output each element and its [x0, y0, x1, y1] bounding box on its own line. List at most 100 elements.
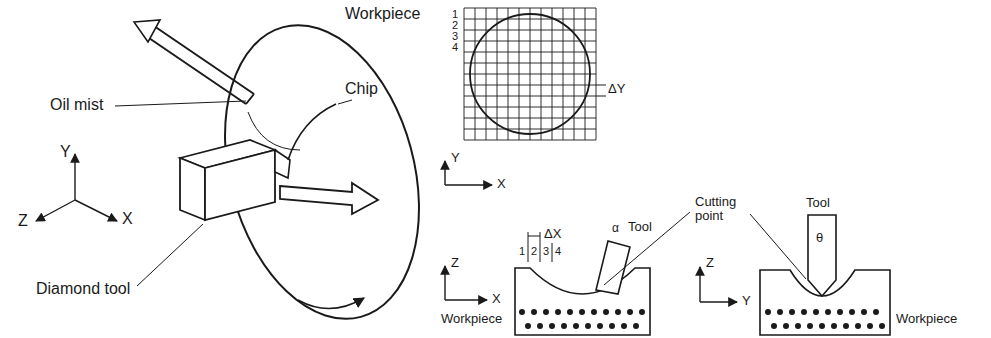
axis-line: [445, 184, 492, 185]
grid-line: [464, 19, 596, 20]
grid-point: [597, 323, 603, 329]
grid-point: [621, 323, 627, 329]
axis-line: [36, 200, 75, 221]
axis-label: Z: [451, 256, 459, 270]
tool-side-face: [205, 150, 275, 220]
angle-label: α: [612, 222, 619, 235]
grid-point: [861, 309, 867, 315]
leader-line: [137, 224, 203, 286]
grid-line: [464, 74, 596, 75]
axis-line: [74, 154, 75, 200]
axis-line: [75, 200, 117, 221]
increment-mark: [596, 96, 606, 97]
grid-point: [531, 309, 537, 315]
grid-point: [579, 309, 585, 315]
grid-point: [783, 323, 789, 329]
grid-line: [464, 118, 596, 119]
grid-line: [464, 63, 596, 64]
grid-line: [464, 140, 596, 141]
grid-point: [549, 323, 555, 329]
grid-point: [609, 323, 615, 329]
row-number: 3: [452, 30, 458, 42]
oil-mist-nozzle: [146, 26, 254, 104]
grid-point: [615, 309, 621, 315]
grid-point: [639, 309, 645, 315]
axis-line: [444, 266, 445, 300]
grid-line: [464, 41, 596, 42]
axis-line: [699, 267, 700, 302]
axis-label: X: [497, 177, 506, 191]
grid-point: [567, 309, 573, 315]
column-number: 1: [519, 245, 525, 257]
grid-point: [777, 309, 783, 315]
grid-point: [561, 323, 567, 329]
grid-point: [519, 309, 525, 315]
grid-point: [879, 323, 885, 329]
grid-point: [543, 309, 549, 315]
row-number: 1: [452, 8, 458, 20]
grid-point: [867, 323, 873, 329]
grid-line: [464, 30, 596, 31]
chip-curve: [288, 104, 336, 160]
feed-arrow: [280, 183, 378, 214]
axis-label: Y: [451, 151, 460, 165]
grid-point: [537, 323, 543, 329]
grid-point: [633, 323, 639, 329]
increment-label: ΔX: [544, 227, 561, 241]
part-label: Workpiece: [896, 312, 957, 326]
grid-line: [464, 8, 596, 9]
axis-label: Y: [60, 143, 71, 161]
tool-end-face: [180, 158, 205, 220]
axis-label: X: [122, 210, 133, 228]
axis-label: Y: [742, 294, 751, 308]
grid-point: [837, 309, 843, 315]
axis-line: [444, 161, 445, 185]
grid-line: [464, 52, 596, 53]
part-label: Chip: [345, 80, 378, 98]
rotation-arrow: [298, 298, 364, 309]
grid-point: [843, 323, 849, 329]
workpiece-outline: [470, 14, 590, 134]
grid-line: [464, 85, 596, 86]
grid-line: [464, 129, 596, 130]
column-number: 3: [543, 245, 549, 257]
increment-mark: [596, 85, 606, 86]
dot-row: [765, 309, 885, 329]
grid-point: [555, 309, 561, 315]
grid-point: [627, 309, 633, 315]
leader-line: [115, 101, 246, 106]
grid-point: [795, 323, 801, 329]
part-label: Workpiece: [345, 5, 420, 23]
column-number: 4: [555, 245, 561, 257]
axis-line: [445, 299, 487, 300]
grid-line: [464, 107, 596, 108]
scan-grid: [464, 8, 596, 140]
part-label: Oil mist: [50, 96, 103, 114]
workpiece-disc: [194, 3, 449, 338]
grid-point: [813, 309, 819, 315]
grid-point: [873, 309, 879, 315]
grid-point: [525, 323, 531, 329]
grid-point: [807, 323, 813, 329]
angle-label: θ: [816, 231, 823, 245]
workpiece-section: [515, 268, 650, 335]
leader-line: [338, 100, 352, 104]
grid-point: [573, 323, 579, 329]
grid-point: [765, 309, 771, 315]
column-divider: [552, 243, 553, 262]
grid-point: [591, 309, 597, 315]
increment-label: ΔY: [608, 82, 625, 96]
grid-point: [819, 323, 825, 329]
grid-point: [585, 323, 591, 329]
grid-point: [831, 323, 837, 329]
part-label: Tool: [806, 196, 830, 210]
grid-point: [771, 323, 777, 329]
leader-line: [604, 212, 690, 285]
increment-mark: [528, 236, 540, 237]
column-number: 2: [531, 245, 537, 257]
diamond-tip: [275, 150, 290, 178]
ball-end-tool: [808, 215, 836, 296]
row-number: 2: [452, 19, 458, 31]
grid-line: [464, 96, 596, 97]
